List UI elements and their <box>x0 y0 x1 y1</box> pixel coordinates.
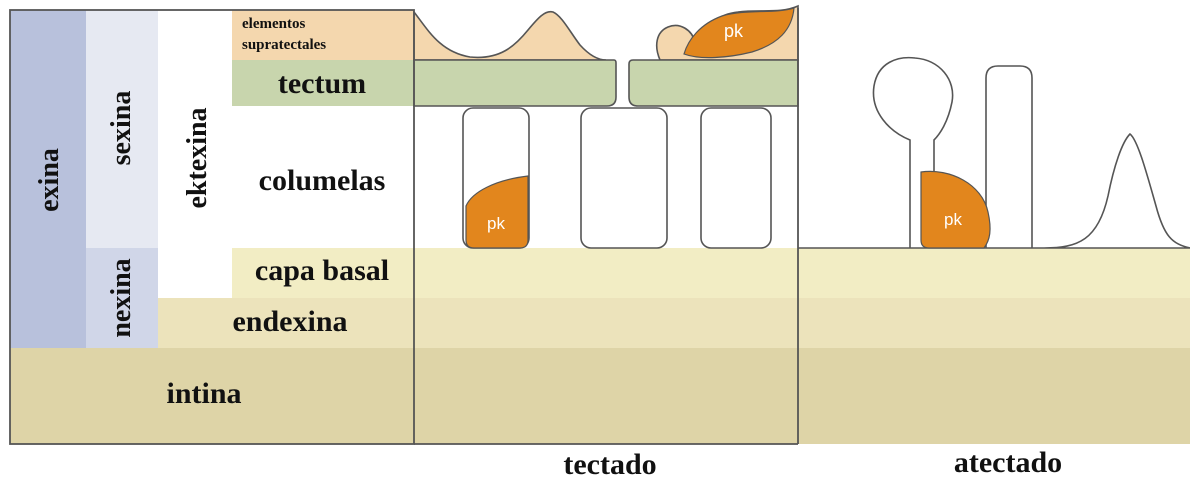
capa-basal-label: capa basal <box>255 254 389 287</box>
sexina-band <box>86 10 158 248</box>
atectado-endexina-layer <box>798 298 1190 348</box>
capa-basal-legend-band <box>232 248 414 298</box>
columelas-legend-band <box>232 106 414 248</box>
nexina-band <box>86 248 158 348</box>
pk-label-columela: pk <box>487 214 505 233</box>
supratectal-legend-band <box>232 10 414 60</box>
tectum-label: tectum <box>278 67 366 100</box>
intina-legend-band <box>10 348 414 444</box>
intina-label: intina <box>166 377 241 410</box>
pk-label-atectado: pk <box>944 210 962 229</box>
pk-label-supratectal: pk <box>724 21 744 41</box>
legend-panel <box>10 10 414 444</box>
columelas-label: columelas <box>259 164 386 197</box>
atectado-sculpture-outline <box>798 56 1190 249</box>
pk-atectado <box>920 170 991 249</box>
ektexina-band <box>158 10 232 298</box>
columela <box>700 107 772 249</box>
tectado-label: tectado <box>563 448 656 479</box>
atectado-capa-basal-layer <box>798 248 1190 298</box>
elementos-supratectales-label-line1: elementos <box>242 16 305 32</box>
columela <box>580 107 668 249</box>
pk-columela <box>465 175 529 249</box>
pk-supratectal <box>683 7 795 59</box>
frame-lines <box>9 8 799 445</box>
tectum-layer <box>413 59 799 107</box>
tectado-panel: pk pk <box>413 4 799 444</box>
exina-label: exina <box>34 148 65 212</box>
tectado-intina-layer <box>414 348 798 444</box>
atectado-intina-layer <box>798 348 1190 444</box>
tectum-legend-band <box>232 60 414 106</box>
ektexina-label: ektexina <box>182 107 213 208</box>
supratectal-element-hump <box>413 9 607 61</box>
tectado-endexina-layer <box>414 298 798 348</box>
atectado-label: atectado <box>954 446 1062 479</box>
exina-band <box>10 10 86 348</box>
atectado-panel: pk <box>798 56 1190 444</box>
elementos-supratectales-label-line2: supratectales <box>242 37 326 53</box>
endexina-label: endexina <box>232 305 347 338</box>
left-frame <box>9 9 415 445</box>
endexina-legend-band <box>158 298 414 348</box>
nexina-label: nexina <box>106 258 137 337</box>
sexina-label: sexina <box>106 91 137 166</box>
tectado-capa-basal-layer <box>414 248 798 298</box>
